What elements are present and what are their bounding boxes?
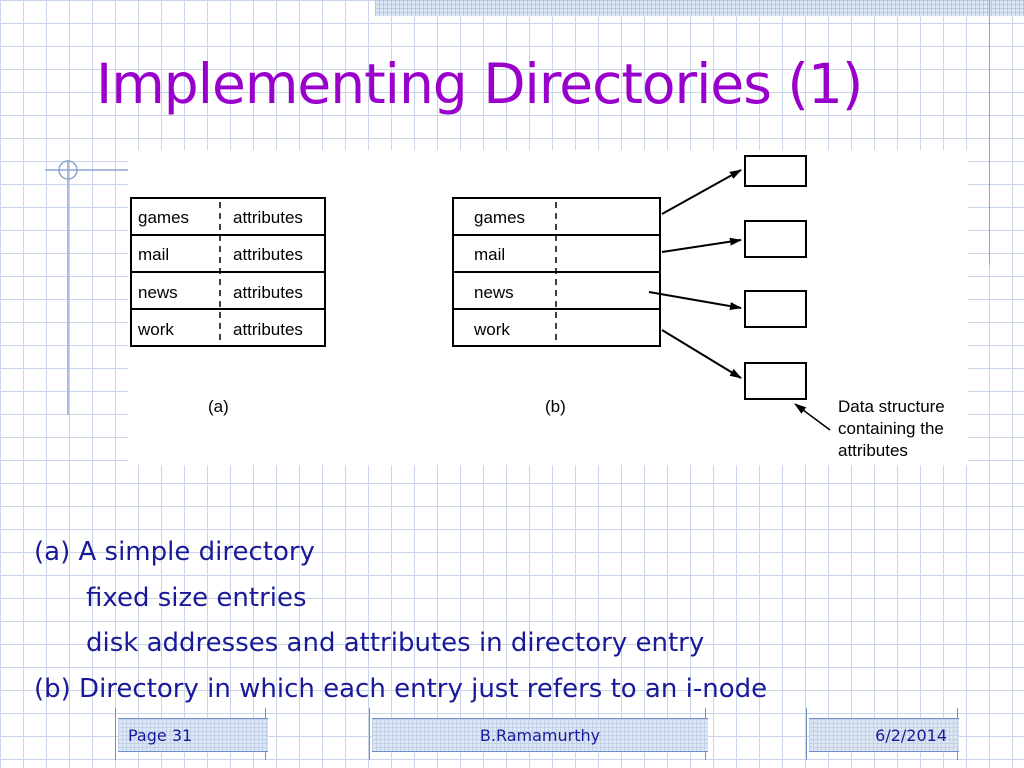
annotation-line-1: Data structure [838,397,945,416]
footer-tick-1 [115,708,116,760]
footer-date-box: 6/2/2014 [809,718,959,752]
footer-page-number: Page 31 [118,718,268,752]
table-a-value-3: attributes [233,320,303,339]
slide-date: 6/2/2014 [875,726,947,745]
footer-tick-5 [806,708,807,760]
footer-author-box: B.Ramamurthy [372,718,708,752]
body-line-1: (a) A simple directory [34,537,315,567]
table-a-value-2: attributes [233,283,303,302]
table-a-name-2: news [138,283,178,302]
table-b-name-2: news [474,283,514,302]
attribute-boxes [744,155,807,400]
annotation-line-2: containing the [838,419,944,438]
table-b-name-3: work [473,320,510,339]
caption-b: (b) [545,397,566,416]
table-a-value-0: attributes [233,208,303,227]
body-text: (a) A simple directory fixed size entrie… [34,530,767,712]
pointer-arrows [648,169,831,431]
slide-title: Implementing Directories (1) [96,52,863,116]
data-structure-annotation: Data structure containing the attributes [838,397,945,460]
body-line-3: disk addresses and attributes in directo… [86,628,705,658]
author-name: B.Ramamurthy [479,726,601,745]
table-a-name-3: work [137,320,174,339]
body-line-4: (b) Directory in which each entry just r… [34,673,768,704]
table-b-name-1: mail [474,245,505,264]
table-a-name-1: mail [138,245,169,264]
directory-figure: games attributes mail attributes news at… [128,150,968,465]
table-a-name-0: games [138,208,189,227]
page-number: Page 31 [128,726,193,745]
top-decorative-band [375,0,1024,16]
directory-diagram: games attributes mail attributes news at… [130,155,945,460]
body-line-2: fixed size entries [86,582,307,613]
footer-tick-3 [369,708,370,760]
table-a-value-1: attributes [233,245,303,264]
table-a: games attributes mail attributes news at… [130,197,326,416]
right-decorative-line [989,0,990,265]
caption-a: (a) [208,397,229,416]
table-b-name-0: games [474,208,525,227]
footer-tick-6 [957,708,958,760]
table-b: games mail news work (b) [452,197,661,416]
annotation-line-3: attributes [838,441,908,460]
crosshair-decoration [45,160,130,415]
